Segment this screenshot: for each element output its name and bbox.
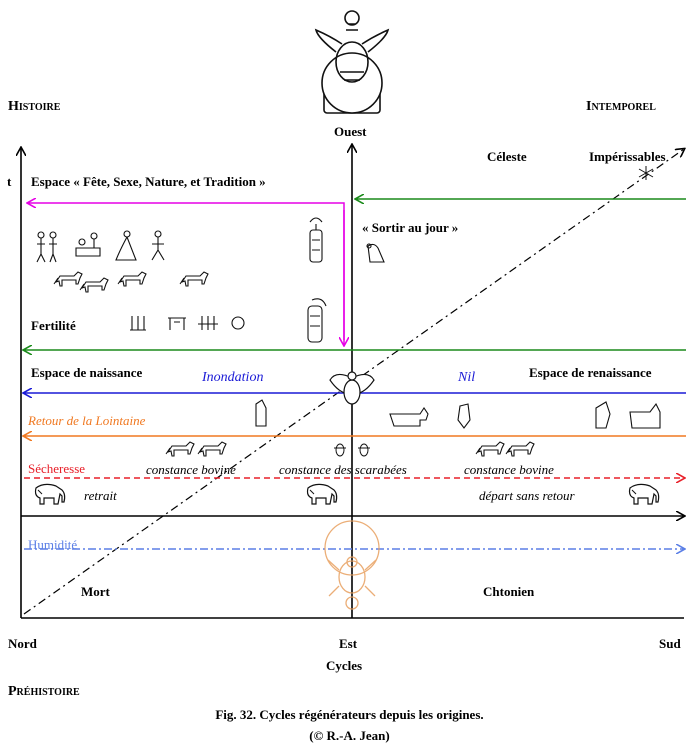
label-fertilite: Fertilité	[31, 318, 76, 333]
label-constance-bovine-right: constance bovine	[464, 462, 554, 477]
label-humidite: Humidité	[28, 537, 78, 552]
winged-scarab-icon	[329, 371, 375, 405]
ba-bird-icon	[366, 243, 385, 263]
label-secheresse: Sécheresse	[28, 461, 86, 476]
axis-label-ouest: Ouest	[334, 124, 367, 139]
axis-label-est: Est	[339, 636, 358, 651]
label-espace-renaissance: Espace de renaissance	[529, 365, 652, 380]
label-retour-lointaine: Retour de la Lointaine	[28, 413, 146, 428]
corner-label-intemporel: Intemporel	[586, 99, 656, 114]
label-chtonien: Chtonien	[483, 584, 535, 599]
cattle-icon	[53, 271, 535, 457]
label-retrait: retrait	[84, 488, 117, 503]
human-figures-icon	[36, 230, 165, 263]
label-constance-bovine-left: constance bovine	[146, 462, 236, 477]
label-nil: Nil	[458, 370, 476, 385]
label-imperissables: Impérissables	[589, 149, 666, 164]
label-espace-fete: Espace « Fête, Sexe, Nature, et Traditio…	[31, 174, 266, 189]
corner-label-histoire: Histoire	[8, 99, 61, 114]
caption-credit: (© R.-A. Jean)	[309, 728, 390, 743]
label-inondation: Inondation	[202, 370, 264, 385]
scarab-chthonian-icon	[324, 520, 380, 610]
star-icon	[638, 166, 654, 180]
lion-icon	[255, 399, 661, 429]
label-sortir-au-jour: « Sortir au jour »	[362, 220, 459, 235]
label-espace-naissance: Espace de naissance	[31, 365, 143, 380]
small-scarabs-icon	[334, 443, 370, 457]
label-celeste: Céleste	[487, 149, 527, 164]
axis-label-t: t	[7, 174, 12, 189]
corner-label-prehistoire: Préhistoire	[8, 684, 80, 699]
label-constance-scarabees: constance des scarabées	[279, 462, 407, 477]
axis-label-cycles: Cycles	[326, 658, 363, 673]
label-mort: Mort	[81, 584, 110, 599]
caption-title: Fig. 32. Cycles régénérateurs depuis les…	[215, 707, 484, 722]
axis-label-nord: Nord	[8, 636, 37, 651]
label-depart-sans-retour: départ sans retour	[479, 488, 575, 503]
axis-label-sud: Sud	[659, 636, 681, 651]
scarab-sun-icon	[314, 10, 390, 114]
goddess-hathor-icon	[307, 217, 327, 343]
fertility-symbols-icon	[130, 316, 245, 331]
